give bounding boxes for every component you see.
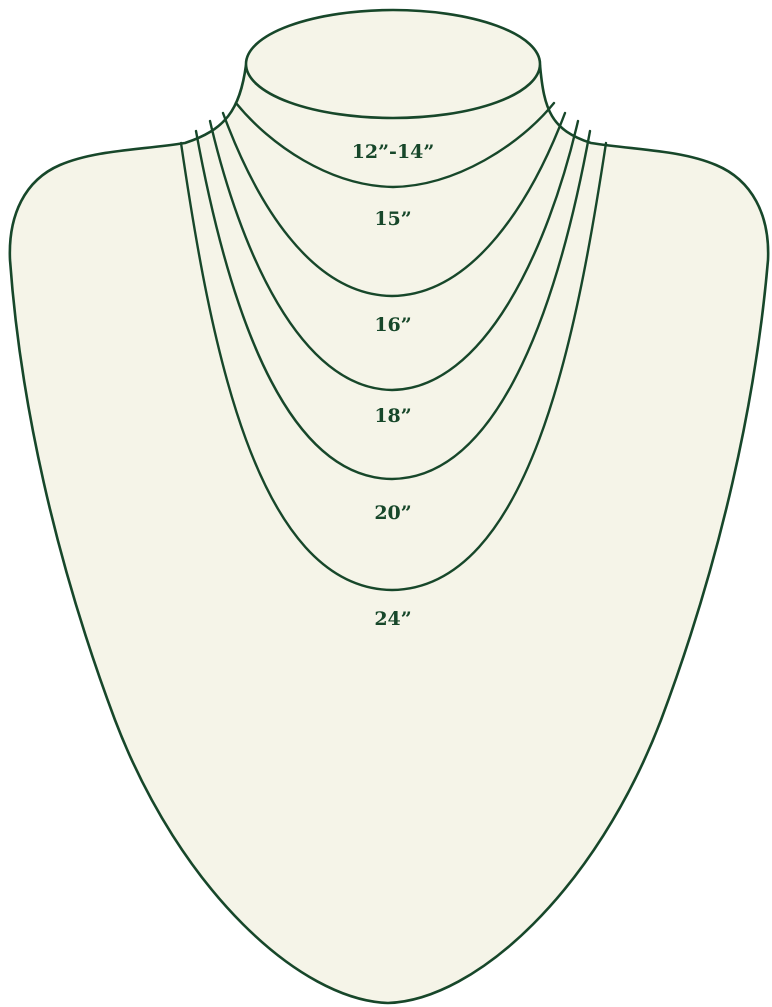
length-label-16: 16”	[374, 314, 411, 336]
bust-body	[10, 65, 768, 1003]
length-label-24: 24”	[374, 608, 411, 630]
length-label-18: 18”	[374, 405, 411, 427]
length-label-15: 15”	[374, 208, 411, 230]
length-label-20: 20”	[374, 502, 411, 524]
length-label-12-14: 12”-14”	[352, 141, 435, 163]
neck-opening	[246, 10, 540, 118]
